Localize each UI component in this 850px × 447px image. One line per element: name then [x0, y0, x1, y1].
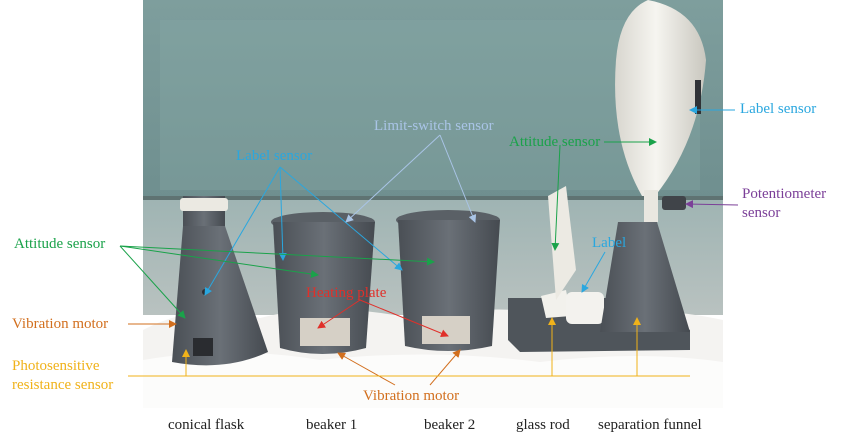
- photosensitive-label-line1: Photosensitive: [12, 358, 100, 374]
- limit-switch-sensor-label: Limit-switch sensor: [374, 118, 494, 134]
- potentiometer-sensor-label-line2: sensor: [742, 205, 781, 221]
- label-sensor-top-left: Label sensor: [236, 148, 313, 164]
- vibration-motor-left-label: Vibration motor: [12, 316, 109, 332]
- label-sensor-right: Label sensor: [740, 101, 817, 117]
- separation-funnel: [600, 0, 706, 332]
- caption-separation-funnel: separation funnel: [598, 417, 702, 433]
- caption-beaker-1: beaker 1: [306, 417, 358, 433]
- photosensitive-label-line2: resistance sensor: [12, 377, 114, 393]
- attitude-sensor-right-label: Attitude sensor: [509, 134, 601, 150]
- attitude-sensor-left-label: Attitude sensor: [14, 236, 106, 252]
- beaker-2: [396, 210, 500, 351]
- heating-plate-label: Heating plate: [306, 285, 387, 301]
- potentiometer-sensor-label-line1: Potentiometer: [742, 186, 827, 202]
- label-annotation: Label: [592, 235, 627, 251]
- vibration-motor-bottom-label: Vibration motor: [363, 388, 460, 404]
- caption-glass-rod: glass rod: [516, 417, 570, 433]
- caption-beaker-2: beaker 2: [424, 417, 476, 433]
- conical-flask: [172, 196, 268, 366]
- caption-conical-flask: conical flask: [168, 417, 245, 433]
- annotation-lines: [119, 106, 739, 386]
- beaker-1: [271, 212, 375, 354]
